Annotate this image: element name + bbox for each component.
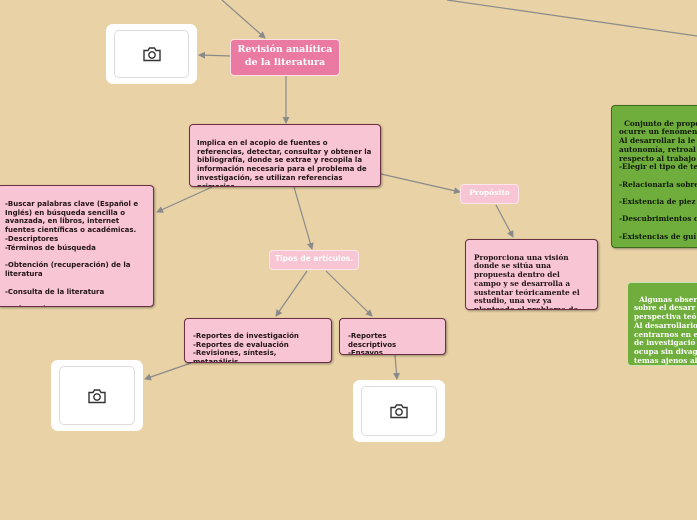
edge-definition-to-search xyxy=(156,186,213,213)
camera-icon xyxy=(88,388,106,403)
central-topic[interactable]: Revisión analítica de la literatura xyxy=(230,39,340,76)
camera-icon xyxy=(142,47,161,62)
image-placeholder-left[interactable] xyxy=(51,360,143,431)
edge-definition-to-purpose xyxy=(380,173,461,195)
edge-types-to-right xyxy=(325,270,373,317)
edge-types-to-left xyxy=(275,270,308,317)
definition-node[interactable]: Implica en el acopio de fuentes o refere… xyxy=(189,124,381,187)
image-placeholder-top[interactable] xyxy=(106,24,197,84)
purpose-label: Propósito xyxy=(469,188,510,197)
green-observations-node[interactable]: Algunas observ sobre el desarr perspecti… xyxy=(627,282,697,366)
articles-right-text: -Reportes descriptivos -Ensayos -Libros … xyxy=(348,331,397,355)
green-observations-text: Algunas observ sobre el desarr perspecti… xyxy=(634,294,697,365)
purpose-text: Proporciona una visión donde se sitúa un… xyxy=(474,252,580,310)
definition-text: Implica en el acopio de fuentes o refere… xyxy=(197,138,372,187)
article-types-label: Tipos de artículos. xyxy=(274,254,354,263)
purpose-text-node[interactable]: Proporciona una visión donde se sitúa un… xyxy=(465,239,598,310)
articles-left-node[interactable]: -Reportes de investigación -Reportes de … xyxy=(184,318,332,363)
camera-icon xyxy=(390,404,408,419)
search-steps-text: -Buscar palabras clave (Español e Inglés… xyxy=(5,199,139,306)
article-types-label-node[interactable]: Tipos de artículos. xyxy=(269,250,359,270)
edge-main-to-image1 xyxy=(198,51,232,59)
edge-right-to-image3 xyxy=(393,354,400,380)
articles-left-text: -Reportes de investigación -Reportes de … xyxy=(193,331,299,363)
edge-offscreen-to-main xyxy=(221,0,266,39)
purpose-label-node[interactable]: Propósito xyxy=(460,184,519,204)
image-placeholder-right[interactable] xyxy=(353,380,445,442)
central-topic-label: Revisión analítica de la literatura xyxy=(237,44,333,68)
edge-definition-to-types xyxy=(293,186,314,250)
articles-right-node[interactable]: -Reportes descriptivos -Ensayos -Libros … xyxy=(339,318,446,355)
edge-left-to-image2 xyxy=(144,362,192,381)
edge-purpose-to-text xyxy=(495,204,514,238)
edge-offscreen-to-green xyxy=(446,0,697,37)
search-steps-node[interactable]: -Buscar palabras clave (Español e Inglés… xyxy=(0,185,154,307)
